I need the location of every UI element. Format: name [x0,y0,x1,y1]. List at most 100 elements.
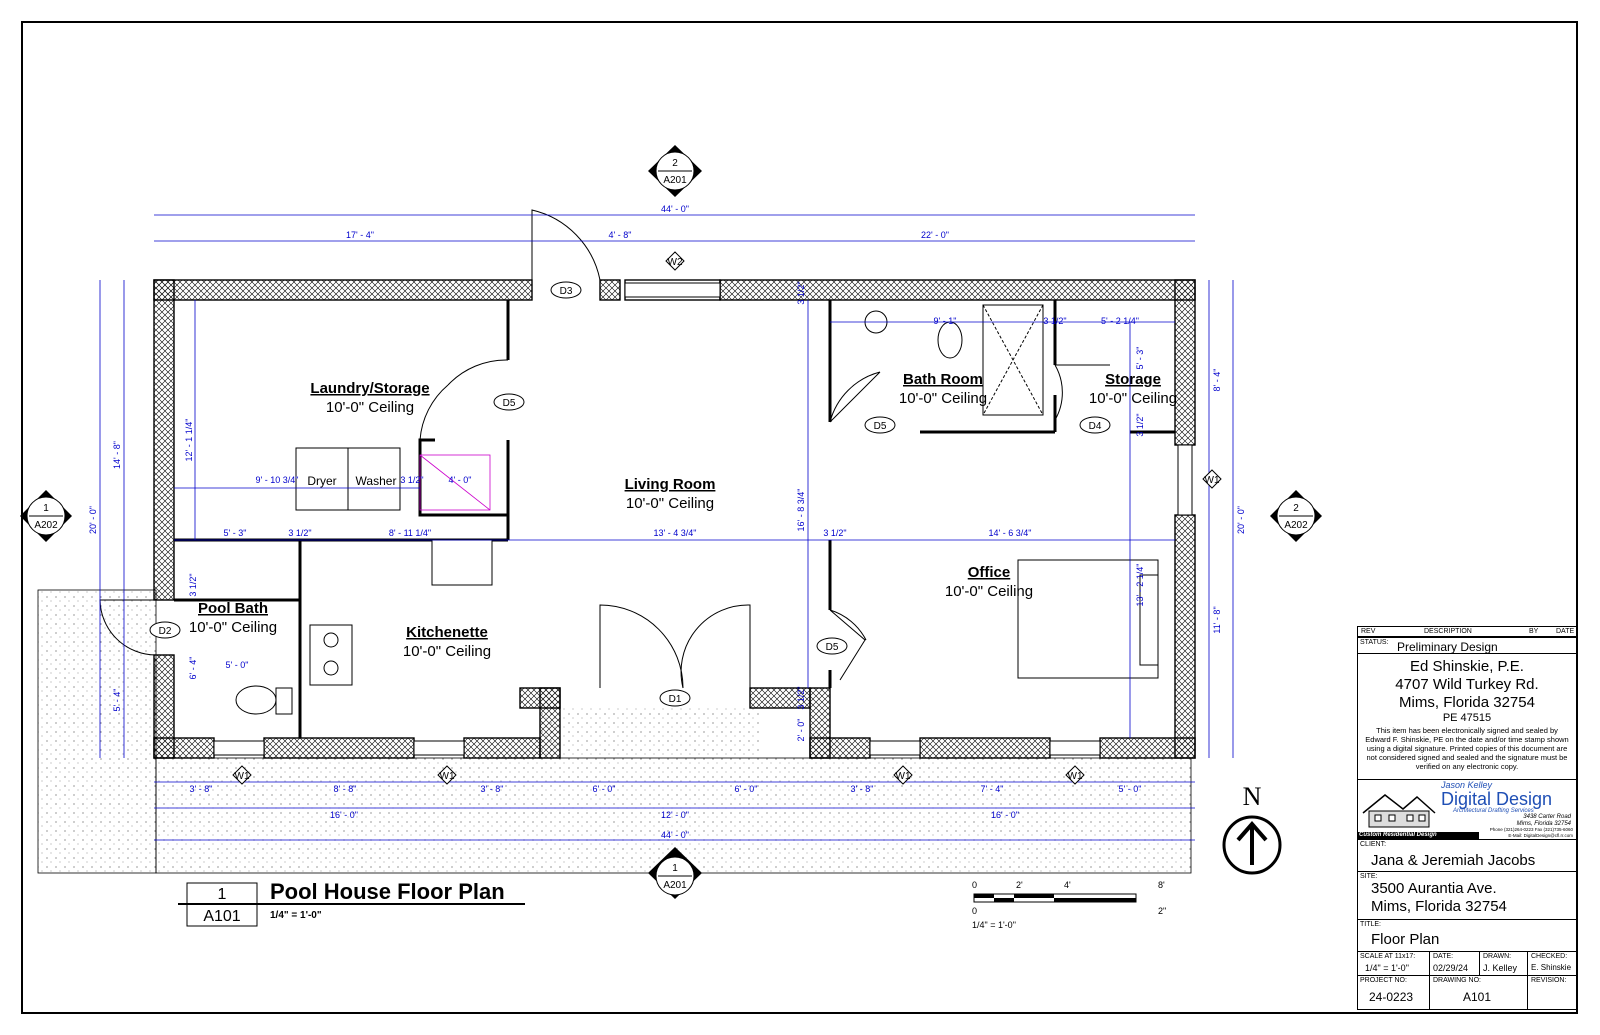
tb-engineer-address2: Mims, Florida 32754 [1399,694,1535,711]
svg-text:D4: D4 [1089,421,1102,432]
graphic-scale: 0 2' 4' 8' 0 2" 1/4" = 1'-0" [972,880,1166,930]
svg-text:D5: D5 [826,642,839,653]
door-tag-d5-bath: D5 [864,416,896,434]
door-tags: D1 D2 D3 D4 D5 D5 D5 [149,281,1111,707]
svg-text:W2: W2 [668,257,683,268]
dim-top-b: 4' - 8" [609,230,632,240]
door-tag-d2: D2 [149,621,181,639]
window-tag: W1 [232,765,252,785]
svg-text:A201: A201 [663,880,687,891]
room-name-kitchenette: Kitchenette [406,624,488,641]
tb-engineer-name: Ed Shinskie, P.E. [1410,658,1524,675]
window-tag: W2 [665,251,685,271]
house-logo-icon [1362,794,1436,828]
svg-text:5' - 3": 5' - 3" [1135,347,1145,370]
dim-right-overall: 20' - 0" [1236,506,1246,534]
tb-site-label: SITE: [1360,873,1378,880]
svg-text:9' - 10 3/4": 9' - 10 3/4" [256,475,299,485]
drawing-scale: 1/4" = 1'-0" [270,910,322,921]
svg-text:3 1/2": 3 1/2" [400,475,423,485]
tb-firm-owner: Jason Kelley [1441,780,1493,790]
svg-text:2": 2" [1158,906,1166,916]
fixtures [235,304,1159,715]
door-tag-d1: D1 [659,689,691,707]
section-marker-bottom: 1 A201 [648,847,702,899]
svg-text:2: 2 [1293,503,1299,514]
svg-text:W1: W1 [1205,475,1220,486]
tb-firm-email: E-Mail: DigitalDesign@cfl.rr.com [1508,833,1573,838]
room-ceiling-laundry: 10'-0" Ceiling [326,399,414,416]
svg-text:1/4" = 1'-0": 1/4" = 1'-0" [972,920,1016,930]
tb-title-label: TITLE: [1360,921,1382,928]
tb-date-label: DATE: [1433,953,1454,960]
room-ceiling-bath: 10'-0" Ceiling [899,390,987,407]
washer-label: Washer [356,474,397,488]
svg-text:3 1/2": 3 1/2" [1043,316,1066,326]
room-name-living: Living Room [625,476,716,493]
svg-text:W1: W1 [1068,771,1083,782]
svg-text:D5: D5 [503,398,516,409]
dim-left-a: 14' - 8" [112,441,122,469]
section-marker-left: 1 A202 [20,490,72,542]
tb-client-label: CLIENT: [1360,841,1387,848]
door-tag-d3: D3 [550,281,582,299]
door-tag-d5-office: D5 [816,637,848,655]
dim-top-a: 17' - 4" [346,230,374,240]
tb-site2: Mims, Florida 32754 [1371,898,1507,915]
room-name-storage: Storage [1105,371,1161,388]
room-name-bath: Bath Room [903,371,983,388]
exterior-walls [153,279,1196,759]
tb-title: Floor Plan [1371,931,1440,948]
tb-status: Preliminary Design [1397,640,1498,654]
svg-text:8': 8' [1158,880,1165,890]
svg-text:W1: W1 [440,771,455,782]
tb-firm-phone: Phone (321)264-0223 Fax (321)735-6060 [1489,827,1573,832]
svg-text:2' - 0": 2' - 0" [796,719,806,742]
svg-text:D2: D2 [159,626,172,637]
room-ceiling-office: 10'-0" Ceiling [945,583,1033,600]
tb-header-by: BY [1529,628,1539,635]
dim-bottom-b: 12' - 0" [661,810,689,820]
dim-bottom-w: 3' - 8" [481,784,504,794]
svg-text:8' - 11 1/4": 8' - 11 1/4" [389,528,431,538]
svg-text:6' - 4": 6' - 4" [188,657,198,680]
svg-text:D3: D3 [560,286,573,297]
drawing-title-text: Pool House Floor Plan [270,879,505,904]
tb-revision-label: REVISION: [1531,977,1567,984]
dim-top-c: 22' - 0" [921,230,949,240]
tb-disclaimer: This item has been electronically signed… [1365,726,1569,771]
tb-project: 24-0223 [1369,990,1414,1004]
dim-bottom-w: 3' - 8" [851,784,874,794]
section-marker-top: 2 A201 [648,145,702,197]
door-swings [99,209,1110,689]
tb-firm-address: 3438 Carter Road [1523,814,1571,820]
view-sheet: A101 [203,908,240,925]
tb-checked-label: CHECKED: [1531,953,1568,960]
tb-engineer-pe: PE 47515 [1442,712,1492,724]
svg-text:2: 2 [672,158,678,169]
dim-bottom-w: 3' - 8" [190,784,213,794]
window-tag: W1 [893,765,913,785]
door-tag-d5-laundry: D5 [493,393,525,411]
tb-drawing-label: DRAWING NO: [1433,977,1481,984]
tb-status-label: STATUS: [1360,639,1389,646]
svg-text:13' - 2 1/4": 13' - 2 1/4" [1135,564,1145,607]
dim-left-b: 5' - 4" [112,689,122,712]
dim-left-overall: 20' - 0" [88,506,98,534]
dim-right-b: 11' - 8" [1212,606,1222,633]
dim-bottom-w: 6' - 0" [593,784,616,794]
tb-checked: E. Shinskie [1531,963,1572,972]
window-tag: W1 [1202,469,1222,489]
dimension-lines [99,214,1234,841]
dim-bottom-a: 16' - 0" [330,810,358,820]
tb-firm-name: Digital Design [1441,789,1553,809]
section-marker-right: 2 A202 [1270,490,1322,542]
svg-text:3 1/2": 3 1/2" [796,686,806,709]
svg-text:4' - 0": 4' - 0" [449,475,472,485]
north-label: N [1243,782,1262,811]
svg-text:12' - 1 1/4": 12' - 1 1/4" [184,419,194,462]
tb-drawn: J. Kelley [1483,963,1518,973]
tb-firm-banner: Custom Residential Design [1357,832,1479,840]
svg-text:5' - 2 1/4": 5' - 2 1/4" [1101,316,1139,326]
